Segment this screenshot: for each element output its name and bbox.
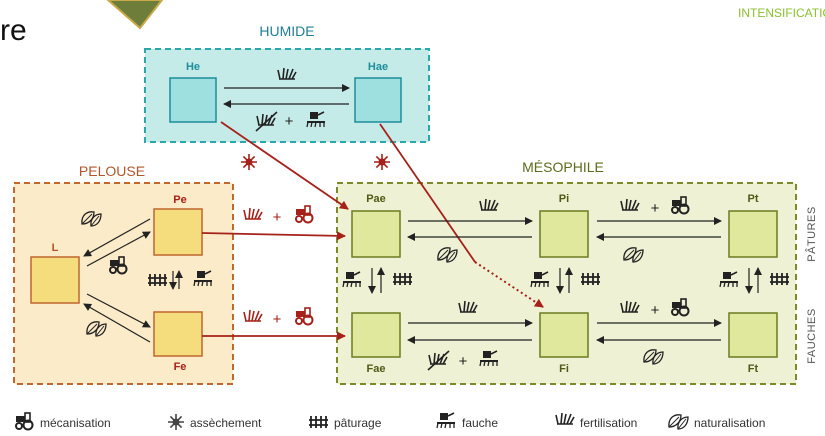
plus-sign: + [273, 311, 282, 328]
legend-label-mecanisation: mécanisation [40, 416, 111, 430]
drainage-icon [167, 413, 185, 431]
edge-Fe-L [83, 303, 151, 343]
strike-line [255, 111, 278, 132]
grazing-fence-icon [308, 415, 329, 429]
node-Hae-label: Hae [368, 61, 388, 73]
edge-Pe-Pae [201, 231, 346, 241]
legend-label-naturalisation: naturalisation [694, 416, 765, 430]
edge-L-Pe [86, 231, 151, 267]
grass-fertilization-icon [555, 412, 575, 425]
tractor-icon [295, 307, 314, 326]
legend-label-paturage: pâturage [334, 416, 382, 430]
node-Pe-label: Pe [173, 194, 186, 206]
drainage-icon [373, 153, 391, 171]
edge-He-Pae [220, 121, 349, 210]
legend-label-assechement: assèchement [190, 416, 262, 430]
edge-Hae-Fi [379, 123, 476, 263]
node-Ft [728, 312, 778, 358]
tractor-icon [295, 205, 314, 224]
leaves-naturalisation-icon [668, 414, 689, 430]
node-L-label: L [52, 242, 59, 254]
node-Fi [539, 312, 589, 358]
node-L [30, 256, 80, 304]
intensification-label: INTENSIFICATION [738, 6, 825, 20]
node-Fe [153, 311, 203, 357]
node-Fi-label: Fi [559, 363, 569, 375]
edge-Pe-L [83, 218, 151, 257]
plus-sign: + [459, 353, 468, 370]
header-left-fragment: re [0, 14, 27, 47]
plus-sign: + [273, 209, 282, 226]
legend-label-fertilisation: fertilisation [580, 416, 637, 430]
zone-title-pelouse: PELOUSE [79, 163, 145, 179]
zone-title-mesophile: MÉSOPHILE [522, 159, 604, 175]
mower-icon [436, 412, 456, 429]
node-Fae-label: Fae [367, 363, 386, 375]
node-Pi-label: Pi [559, 193, 569, 205]
node-He-label: He [186, 61, 200, 73]
edge-Hae-Fi-dotted [474, 261, 544, 308]
plus-sign: + [285, 113, 294, 130]
plus-sign: + [651, 200, 660, 217]
side-label-mowing: FAUCHES [806, 308, 818, 363]
legend: mécanisation assèchement pâturage fauche… [15, 412, 765, 431]
plus-sign: + [651, 302, 660, 319]
node-Fae [351, 312, 401, 358]
node-Pae-label: Pae [366, 193, 386, 205]
node-Hae [354, 77, 402, 123]
legend-label-fauche: fauche [462, 416, 498, 430]
node-He [169, 77, 217, 123]
node-Pe [153, 208, 203, 256]
node-Ft-label: Ft [748, 363, 759, 375]
fertilization-icon [243, 207, 263, 220]
node-Fe-label: Fe [174, 361, 187, 373]
node-Pt [728, 210, 778, 258]
side-label-pastures: PÂTURES [805, 206, 818, 261]
node-Pae [351, 210, 401, 258]
node-Pt-label: Pt [748, 193, 759, 205]
drainage-icon [240, 153, 258, 171]
photo-fragment [106, 0, 164, 30]
fertilization-icon [243, 309, 263, 322]
zone-title-humide: HUMIDE [259, 23, 314, 39]
node-Pi [539, 210, 589, 258]
strike-line [427, 350, 450, 371]
edge-L-Fe [86, 293, 151, 328]
tractor-icon [15, 412, 34, 431]
